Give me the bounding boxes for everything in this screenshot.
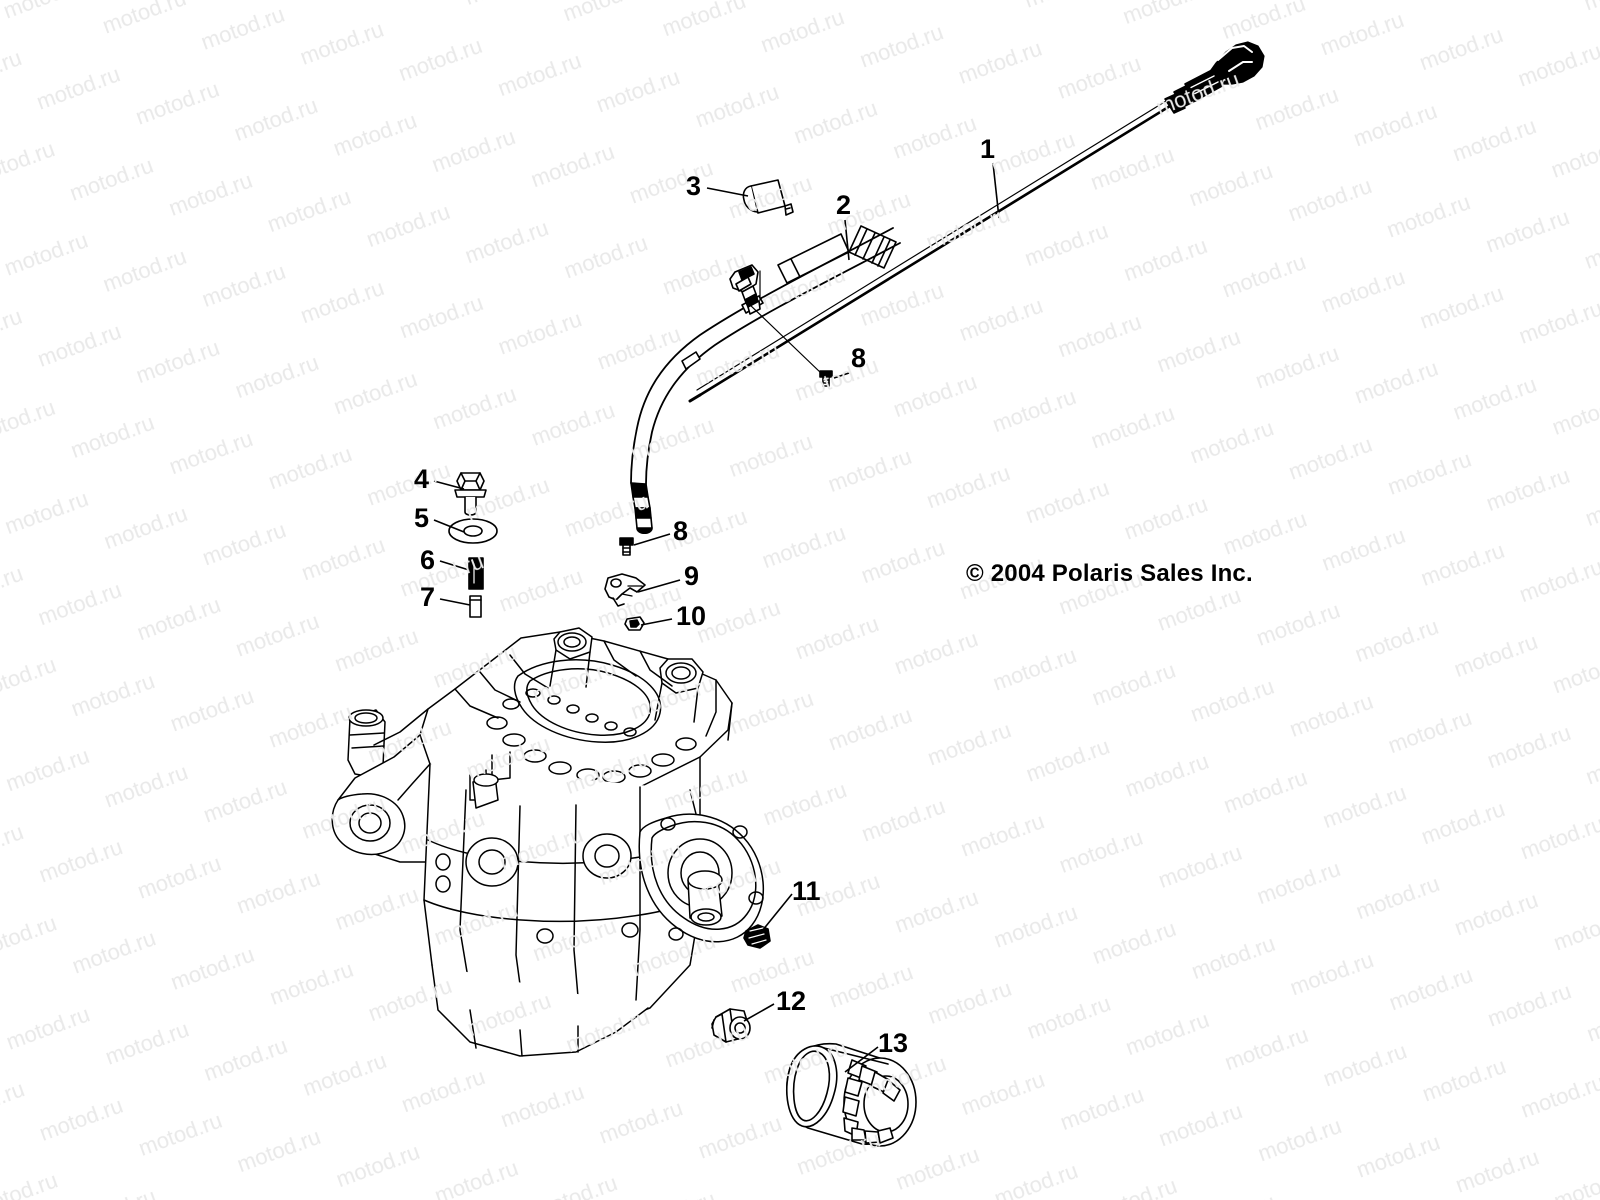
- callout-number-6: 6: [420, 545, 436, 575]
- callout-number-5: 5: [414, 503, 430, 533]
- callout-number-8: 8: [851, 343, 867, 373]
- callout-number-8: 8: [673, 516, 689, 546]
- callout-number-9: 9: [684, 561, 700, 591]
- callout-number-7: 7: [420, 582, 436, 612]
- callout-number-12: 12: [776, 986, 807, 1016]
- callout-number-13: 13: [878, 1028, 909, 1058]
- callout-number-4: 4: [414, 464, 430, 494]
- callout-number-3: 3: [686, 171, 702, 201]
- callout-number-10: 10: [676, 601, 707, 631]
- copyright-notice: © 2004 Polaris Sales Inc.: [966, 560, 1253, 587]
- callout-number-1: 1: [980, 134, 996, 164]
- callout-number-11: 11: [792, 876, 821, 906]
- callout-number-2: 2: [836, 190, 852, 220]
